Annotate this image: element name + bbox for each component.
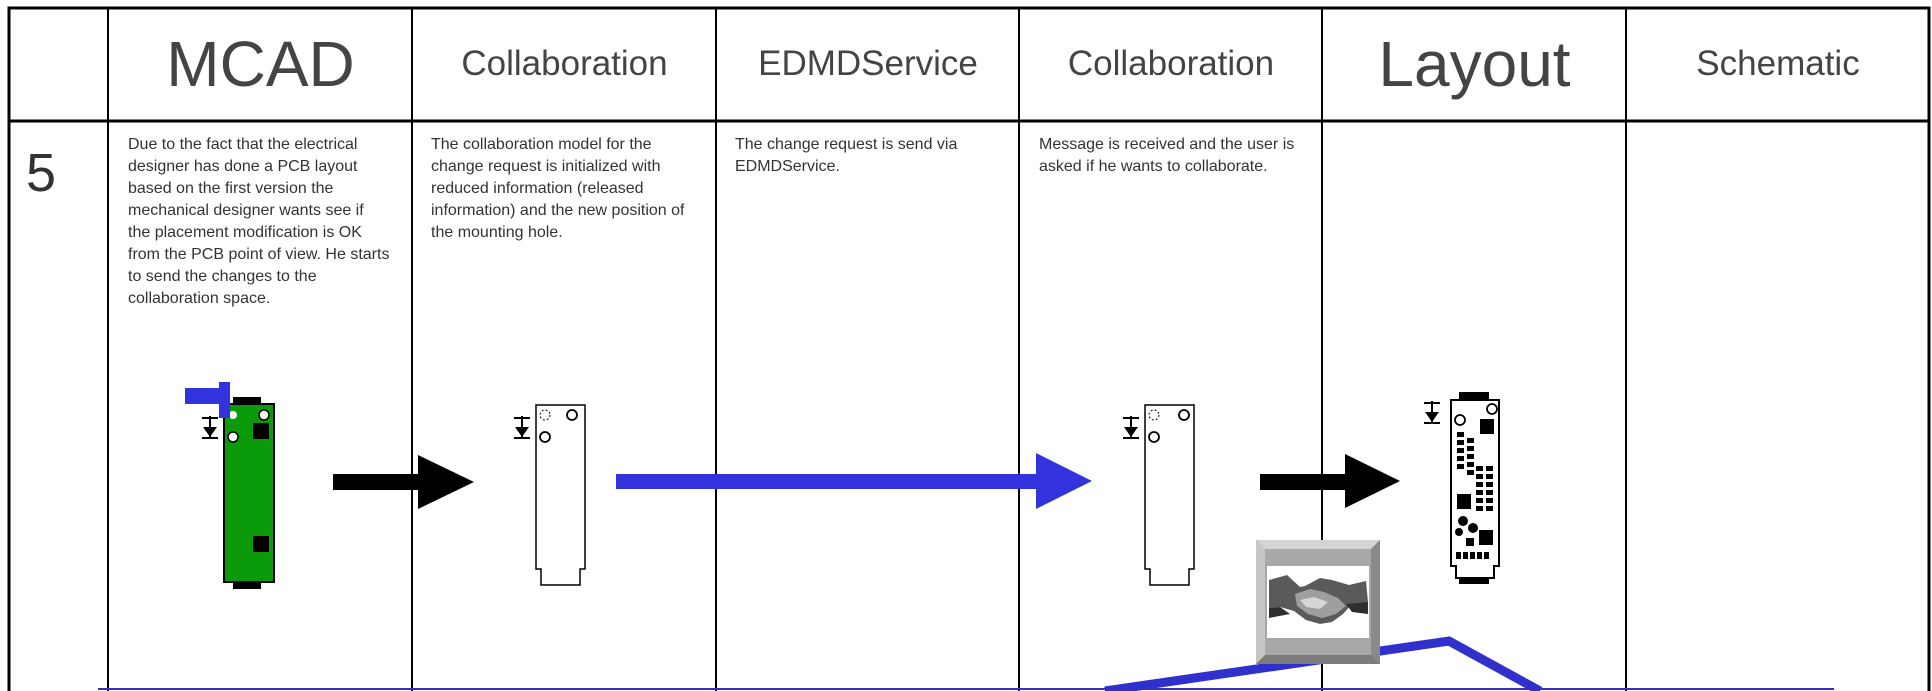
collaboration-description: The collaboration model for the change r… xyxy=(431,136,685,241)
column-header-edmdservice: EDMDService xyxy=(758,44,978,83)
collaboration-receive-description: Message is received and the user is aske… xyxy=(1039,136,1295,175)
arrow-right-icon xyxy=(1260,454,1400,508)
column-header-layout: Layout xyxy=(1378,28,1571,100)
outline-board-icon xyxy=(1123,404,1195,586)
column-header-collaboration: Collaboration xyxy=(1067,44,1275,83)
flow-arrow-icon xyxy=(616,453,1092,509)
arrow-right-icon xyxy=(333,455,474,509)
edmdservice-description: The change request is send via EDMDServi… xyxy=(735,136,958,175)
handshake-icon xyxy=(1256,540,1380,664)
outline-board-icon xyxy=(514,404,586,586)
mcad-description: Due to the fact that the electrical desi… xyxy=(128,136,390,307)
pcb-board-icon xyxy=(185,382,275,589)
step-number: 5 xyxy=(26,143,57,203)
table-grid xyxy=(7,6,1931,691)
layout-board-icon xyxy=(1424,392,1500,584)
column-header-mcad: MCAD xyxy=(166,28,355,100)
return-flow-line xyxy=(1104,636,1543,691)
column-header-collaboration: Collaboration xyxy=(461,44,668,83)
column-header-schematic: Schematic xyxy=(1696,44,1860,83)
